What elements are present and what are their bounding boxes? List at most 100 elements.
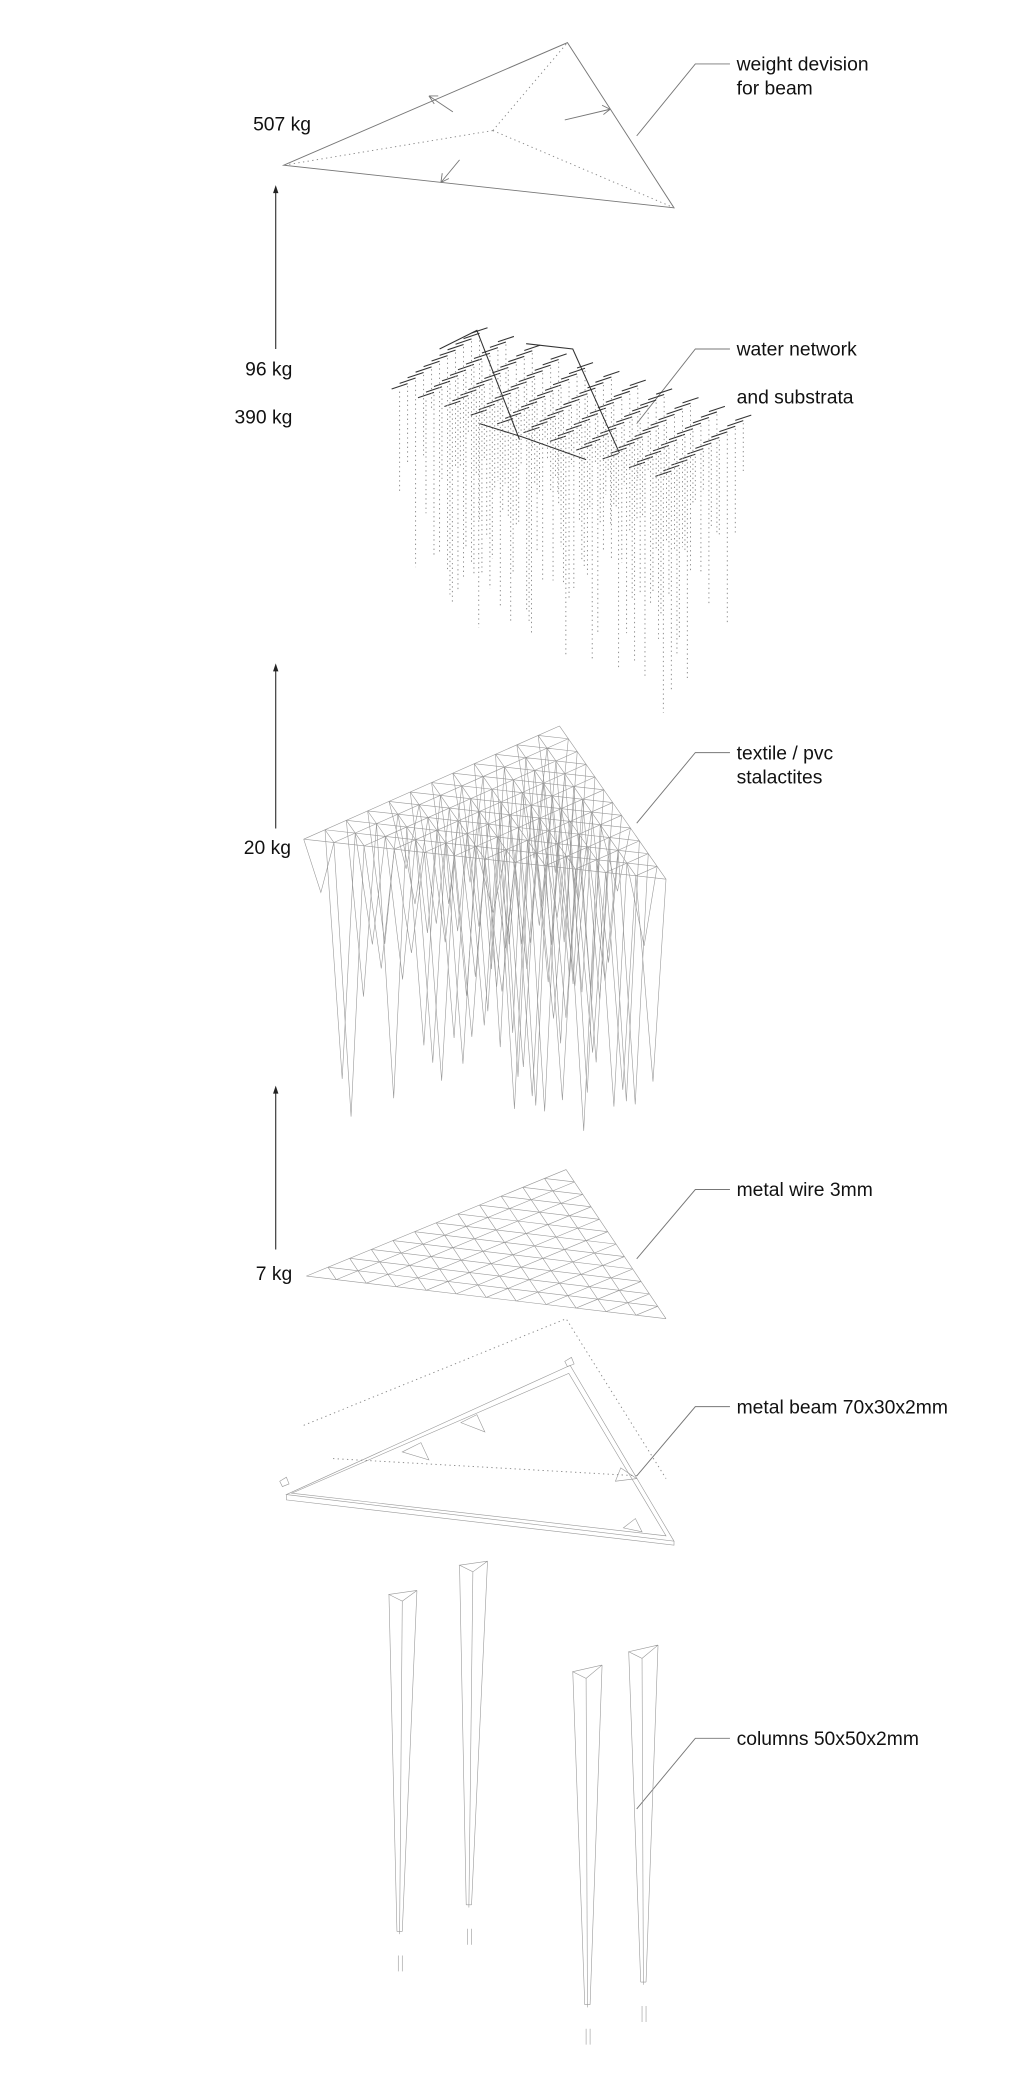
stalactite [518,827,550,1106]
water-pipe-segment [684,422,702,429]
water-pipe-segment [407,371,424,379]
column-footing [585,2028,591,2045]
stalactite [393,849,425,953]
metal-wire-mesh-layer [306,1169,667,1320]
leader-line [636,348,730,424]
load-arrow [273,185,279,350]
stalactite [500,801,532,1077]
column-footing [397,1955,403,1972]
stalactite [552,795,583,977]
stalactite [555,760,587,985]
water-pipe-segment [516,350,533,357]
leader-line [636,1189,730,1260]
leader-line [636,63,730,137]
stalactite [573,786,605,993]
water-pipe-segment [463,332,480,340]
water-pipe-segment [526,370,543,377]
metal-beam-frame [279,1318,675,1546]
stalactite [354,833,386,945]
water-pipe-segment [489,341,507,348]
layer-label: stalactites [737,767,823,788]
weight-label: 96 kg [245,360,292,381]
stalactite [521,792,553,926]
stalactite [406,826,438,1046]
stalactite [452,773,484,883]
water-network-layer [391,327,752,713]
water-pipe-segment [613,390,630,398]
stalactite [424,852,455,1081]
water-pipe-segment [560,373,578,380]
stalactite [600,824,631,892]
layer-label: and substrata [737,388,854,409]
stalactite [566,856,598,1131]
water-pipe-segment [692,417,710,424]
stalactite [591,811,622,963]
stalactite [333,842,365,1117]
stalactite [473,763,505,970]
leader-line [636,1737,730,1810]
water-main-pipe [439,329,620,461]
stalactite [363,845,395,969]
water-pipe-segment [481,347,499,354]
water-pipe-segment [579,387,596,395]
column [387,1590,418,1935]
water-pipe-segment [542,358,559,366]
stalactite [388,801,420,869]
water-pipe-segment [640,399,657,406]
water-pipe-segment [595,376,612,383]
stalactite [482,776,514,1048]
layer-label: for beam [737,79,813,100]
stalactite [546,748,578,943]
leader-line [636,1406,730,1477]
water-pipe-segment [576,362,594,369]
weight-label: 7 kg [256,1264,292,1285]
stalactite [491,789,523,945]
stalactite [543,783,574,1044]
stalactite [470,798,502,1012]
water-pipe-segment [552,378,570,386]
column [571,1664,603,2008]
stalactite [466,833,498,1026]
weight-label: 20 kg [244,838,291,859]
water-pipe-segment [447,343,464,351]
stalactite [575,869,606,1053]
layer-label: weight devision [736,55,869,76]
layer-label: textile / pvc [737,743,834,764]
stalactite [537,735,569,873]
stalactite [509,814,541,970]
column [458,1560,488,1908]
column-footing [467,1928,472,1945]
water-pipe-segment [711,431,728,438]
water-pipe-segment [735,414,752,421]
stalactite [431,782,463,904]
water-pipe-segment [658,413,675,421]
columns-layer [387,1560,659,2045]
water-pipe-segment [391,383,408,390]
textile-stalactites-layer [303,725,667,1131]
stalactite [495,754,527,1033]
stalactite [475,846,507,913]
stalactite [461,785,493,927]
stalactite [534,770,566,945]
stalactite [635,875,667,1082]
stalactite [397,814,429,905]
stalactite [303,839,335,894]
wire-mesh [306,1169,667,1320]
water-pipe-segment [708,405,726,413]
water-pipe-segment [632,405,649,412]
stalactite [418,804,450,924]
stalactite [512,779,544,943]
water-pipe-segment [621,385,638,392]
stalactite [516,744,548,859]
stalactite [367,810,399,944]
water-pipe-segment [455,338,472,345]
water-pipe-segment [727,420,744,427]
water-pipe-segment [534,364,551,371]
load-arrow [273,663,279,829]
layer-label: metal beam 70x30x2mm [737,1397,948,1418]
stalactite [587,846,619,981]
layer-label: metal wire 3mm [737,1180,873,1201]
stalactite [608,837,640,1102]
stalactite [578,834,610,1063]
